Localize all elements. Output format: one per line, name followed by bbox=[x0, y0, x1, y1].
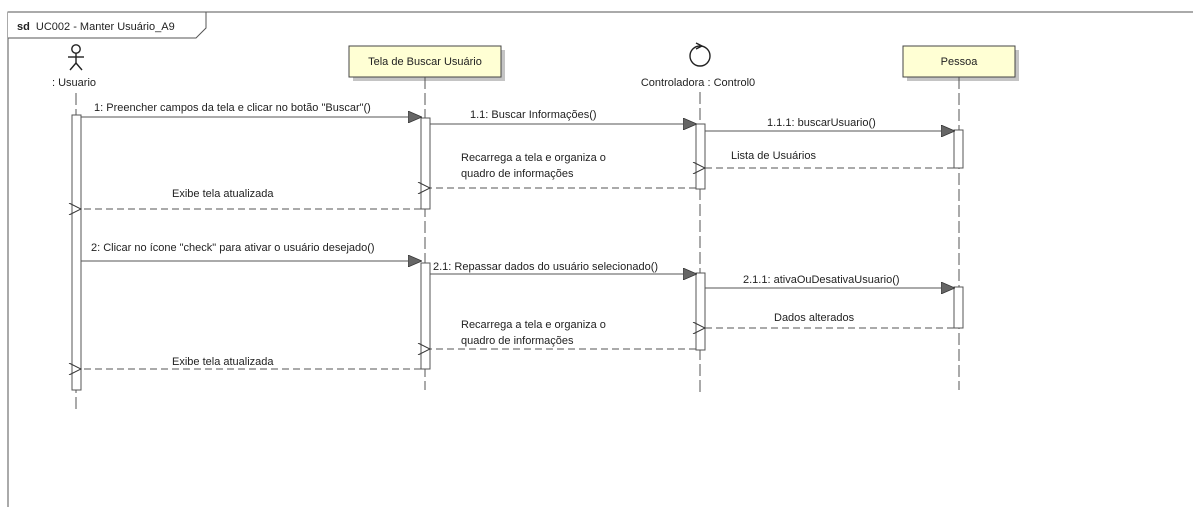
participant-pessoa: Pessoa bbox=[902, 45, 1019, 390]
return-1-label: Exibe tela atualizada bbox=[172, 188, 274, 200]
message-2-1-label: 2.1: Repassar dados do usuário seleciona… bbox=[433, 261, 658, 273]
activation-tela-2 bbox=[420, 262, 431, 370]
return-2-label: Exibe tela atualizada bbox=[172, 356, 274, 368]
activation-pessoa-2 bbox=[953, 286, 964, 329]
message-1-1-1: 1.1.1: buscarUsuario() bbox=[705, 117, 954, 131]
return-2: Exibe tela atualizada bbox=[81, 356, 421, 369]
message-1-label: 1: Preencher campos da tela e clicar no … bbox=[94, 102, 371, 114]
return-2-1-1: Dados alterados bbox=[705, 312, 954, 328]
return-1-1-1: Lista de Usuários bbox=[705, 150, 954, 168]
activation-controladora-2 bbox=[695, 272, 706, 351]
message-2-1-1: 2.1.1: ativaOuDesativaUsuario() bbox=[705, 274, 954, 288]
return-1-1: Recarrega a tela e organiza o quadro de … bbox=[430, 152, 696, 188]
return-1-1-label-line1: Recarrega a tela e organiza o bbox=[461, 152, 606, 164]
control-icon bbox=[689, 42, 711, 67]
actor-icon bbox=[68, 44, 84, 71]
return-2-1-label-line1: Recarrega a tela e organiza o bbox=[461, 319, 606, 331]
return-2-1-1-label: Dados alterados bbox=[774, 312, 855, 324]
control-label: Controladora : Control0 bbox=[641, 77, 755, 89]
return-1-1-1-label: Lista de Usuários bbox=[731, 150, 816, 162]
return-1: Exibe tela atualizada bbox=[81, 188, 421, 209]
activation-pessoa-1 bbox=[953, 129, 964, 169]
diagram-frame: sd UC002 - Manter Usuário_A9 bbox=[7, 11, 1193, 507]
participant-controladora: Controladora : Control0 bbox=[641, 42, 755, 395]
message-1-1-label: 1.1: Buscar Informações() bbox=[470, 109, 597, 121]
message-2-1: 2.1: Repassar dados do usuário seleciona… bbox=[430, 261, 696, 274]
boundary-box bbox=[348, 45, 502, 78]
actor-usuario: : Usuario bbox=[52, 44, 96, 410]
activation-controladora-1 bbox=[695, 123, 706, 190]
message-1-1: 1.1: Buscar Informações() bbox=[430, 109, 696, 124]
message-2-1-1-label: 2.1.1: ativaOuDesativaUsuario() bbox=[743, 274, 900, 286]
message-1-1-1-label: 1.1.1: buscarUsuario() bbox=[767, 117, 876, 129]
boundary-label: Tela de Buscar Usuário bbox=[368, 56, 482, 68]
entity-box bbox=[902, 45, 1016, 78]
return-2-1: Recarrega a tela e organiza o quadro de … bbox=[430, 319, 696, 349]
message-2: 2: Clicar no ícone "check" para ativar o… bbox=[81, 242, 421, 261]
message-2-label: 2: Clicar no ícone "check" para ativar o… bbox=[91, 242, 375, 254]
frame-title: sd UC002 - Manter Usuário_A9 bbox=[17, 21, 175, 33]
return-2-1-label-line2: quadro de informações bbox=[461, 335, 574, 347]
entity-label: Pessoa bbox=[941, 56, 979, 68]
message-1: 1: Preencher campos da tela e clicar no … bbox=[81, 102, 421, 117]
participant-tela-buscar-usuario: Tela de Buscar Usuário bbox=[348, 45, 505, 390]
frame-name: UC002 - Manter Usuário_A9 bbox=[36, 21, 175, 33]
frame-keyword: sd bbox=[17, 21, 30, 33]
actor-label: : Usuario bbox=[52, 77, 96, 89]
return-1-1-label-line2: quadro de informações bbox=[461, 168, 574, 180]
activation-usuario bbox=[71, 114, 82, 391]
activation-tela-1 bbox=[420, 117, 431, 210]
